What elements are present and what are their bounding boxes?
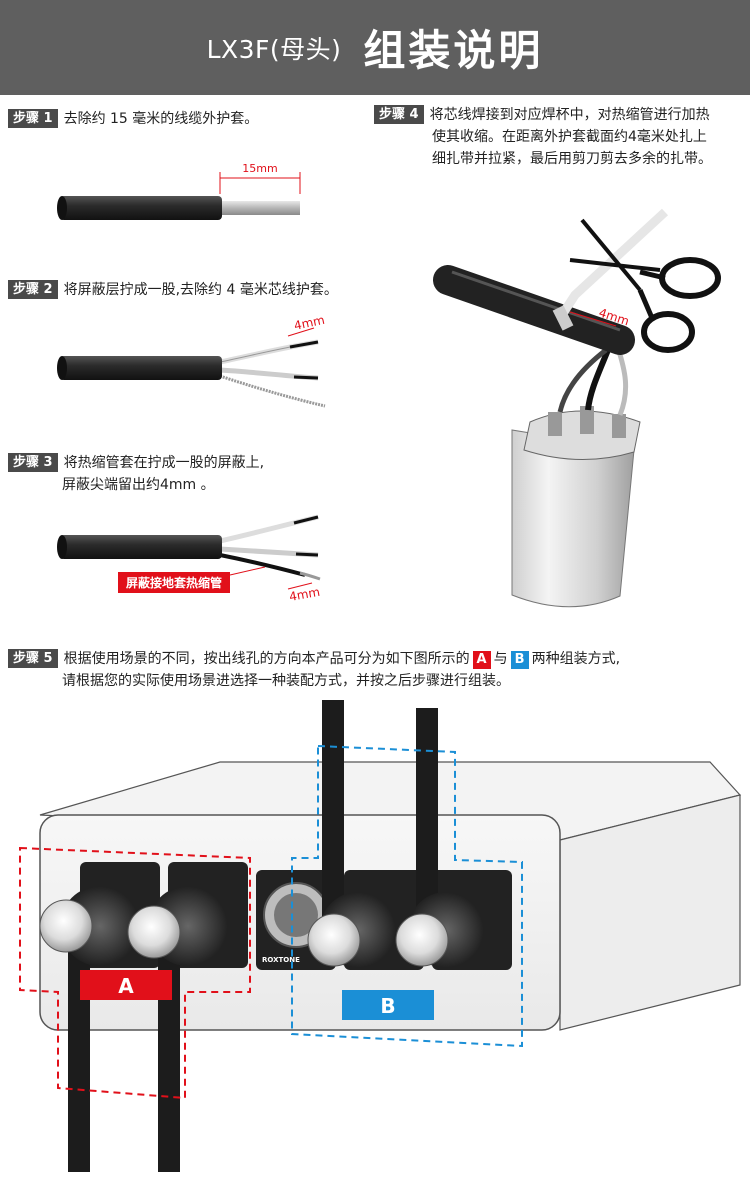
step-5-and: 与 bbox=[493, 651, 508, 667]
cable-jacket bbox=[60, 196, 222, 220]
region-a-tag bbox=[80, 970, 172, 1000]
step-2-desc: 将屏蔽层拧成一股,去除约 4 毫米芯线护套。 bbox=[63, 282, 338, 298]
step-2-cable-illustration: 4mm bbox=[57, 313, 326, 408]
step-4-desc-line1: 将芯线焊接到对应焊杯中，对热缩管进行加热 bbox=[429, 107, 710, 123]
step-3-dimension: 4mm bbox=[288, 585, 321, 604]
step-5-panel-diagram: ROXTONE A B bbox=[19, 700, 742, 1172]
step-5-badge: 步骤 5 bbox=[8, 649, 58, 668]
step-3-desc-line2: 屏蔽尖端留出约4mm 。 bbox=[62, 477, 215, 493]
cable bbox=[433, 265, 635, 355]
connector-a1 bbox=[39, 899, 93, 953]
region-a-outline bbox=[19, 846, 251, 1100]
step-2-dimension: 4mm bbox=[293, 313, 326, 333]
connector-b2 bbox=[395, 913, 449, 967]
scissors-icon bbox=[569, 258, 661, 272]
cable-a1 bbox=[68, 932, 90, 1172]
step-4-desc-line3: 细扎带并拉紧，最后用剪刀剪去多余的扎带。 bbox=[432, 151, 712, 167]
region-b-label: B bbox=[380, 994, 395, 1018]
header-subtitle: LX3F(母头) bbox=[206, 34, 342, 64]
step-5-desc-line2: 请根据您的实际使用场景进选择一种装配方式，并按之后步骤进行组装。 bbox=[62, 673, 510, 689]
step-5-desc-line1a: 根据使用场景的不同，按出线孔的方向本产品可分为如下图所示的 bbox=[63, 651, 470, 667]
step-3-badge: 步骤 3 bbox=[8, 453, 58, 472]
connector-a2 bbox=[127, 905, 181, 959]
step-1-badge: 步骤 1 bbox=[8, 109, 58, 128]
shield-strip bbox=[218, 201, 300, 215]
region-b-outline bbox=[291, 744, 523, 1048]
step-1-text: 步骤 1 去除约 15 毫米的线缆外护套。 bbox=[8, 108, 258, 130]
step-1-cable-illustration: 15mm bbox=[57, 162, 301, 220]
connector-body bbox=[511, 429, 635, 608]
step-1-dimension: 15mm bbox=[242, 162, 277, 175]
step-3-text: 步骤 3 将热缩管套在拧成一股的屏蔽上, 屏蔽尖端留出约4mm 。 bbox=[8, 452, 264, 496]
brand-label: ROXTONE bbox=[262, 956, 300, 964]
cable-a2 bbox=[158, 932, 180, 1172]
region-b-tag bbox=[342, 990, 434, 1020]
step-4-desc-line2: 使其收缩。在距离外护套截面约4毫米处扎上 bbox=[432, 129, 707, 145]
cable-b2 bbox=[416, 708, 438, 928]
page-header: LX3F(母头) 组装说明 bbox=[0, 0, 750, 95]
connector-b1 bbox=[307, 913, 361, 967]
step-4-connector-illustration: 4mm bbox=[433, 208, 721, 608]
step-3-callout: 屏蔽接地套热缩管 bbox=[118, 572, 231, 593]
step-4-badge: 步骤 4 bbox=[374, 105, 424, 124]
step-3-desc-line1: 将热缩管套在拧成一股的屏蔽上, bbox=[63, 455, 265, 471]
step-2-badge: 步骤 2 bbox=[8, 280, 58, 299]
option-b-tag: B bbox=[510, 651, 529, 669]
option-a-tag: A bbox=[472, 651, 491, 669]
step-3-cable-illustration: 4mm bbox=[57, 514, 321, 604]
region-a-label: A bbox=[118, 974, 134, 998]
step-5-desc-line1b: 两种组装方式, bbox=[531, 651, 621, 667]
step-1-desc: 去除约 15 毫米的线缆外护套。 bbox=[63, 111, 259, 127]
step-4-text: 步骤 4 将芯线焊接到对应焊杯中，对热缩管进行加热 使其收缩。在距离外护套截面约4… bbox=[374, 104, 712, 170]
step-2-text: 步骤 2 将屏蔽层拧成一股,去除约 4 毫米芯线护套。 bbox=[8, 279, 338, 301]
cable-b1 bbox=[322, 700, 344, 925]
header-title: 组装说明 bbox=[363, 26, 544, 75]
